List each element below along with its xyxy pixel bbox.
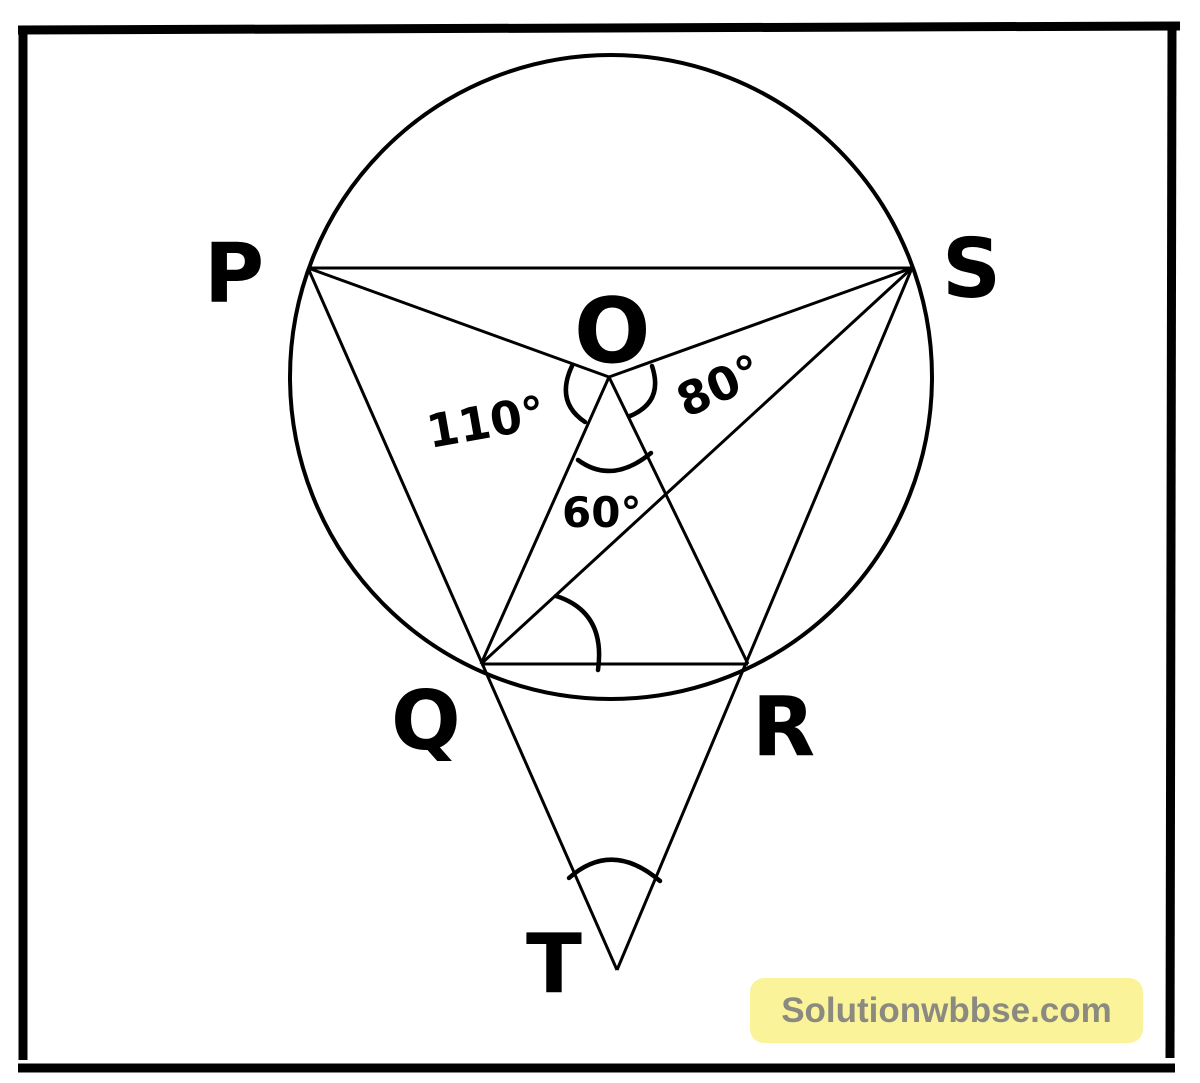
segment-OR xyxy=(607,376,750,665)
label-R: R xyxy=(752,680,815,775)
segment-PT xyxy=(306,267,619,971)
angle-arc-QOR xyxy=(575,450,654,474)
angle-arc-T xyxy=(566,857,663,884)
label-S: S xyxy=(942,222,1001,317)
circle xyxy=(288,53,934,701)
angle-arc-SOR xyxy=(627,363,658,419)
angle-arc-POQ xyxy=(563,363,588,425)
label-T: T xyxy=(526,917,582,1012)
label-Q: Q xyxy=(391,674,461,769)
angle-label-60: 60° xyxy=(562,488,641,537)
segment-ST xyxy=(615,267,914,971)
segment-OS xyxy=(608,266,913,379)
segment-QS xyxy=(479,266,914,666)
label-O: O xyxy=(574,279,651,384)
segment-OQ xyxy=(479,376,611,665)
frame xyxy=(17,21,1181,1073)
angle-arc-Q xyxy=(553,593,602,673)
watermark: Solutionwbbse.com xyxy=(750,978,1143,1043)
segment-PO xyxy=(307,266,610,379)
angle-label-110: 110° xyxy=(423,385,550,459)
angle-label-80: 80° xyxy=(669,343,770,428)
label-P: P xyxy=(204,227,264,322)
